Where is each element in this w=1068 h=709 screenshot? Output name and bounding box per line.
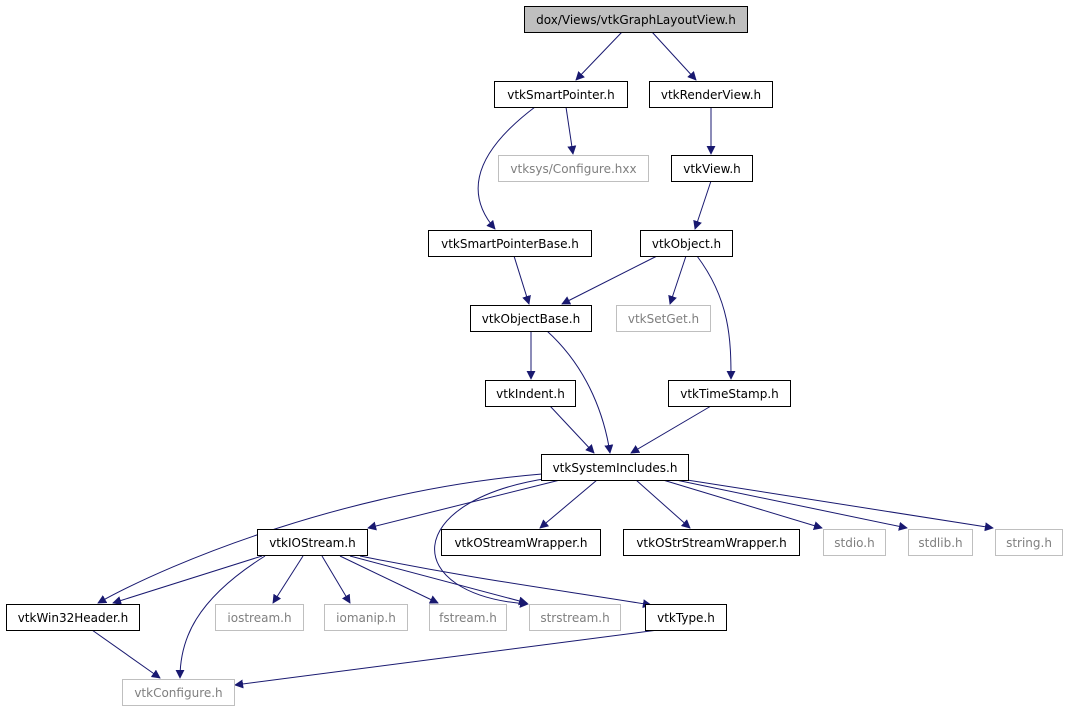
- node-vtksetget: vtkSetGet.h: [616, 305, 711, 332]
- node-vtkconfigure: vtkConfigure.h: [122, 679, 235, 706]
- edge-systemincludes-stdio: [662, 479, 823, 530]
- node-vtktimestamp[interactable]: vtkTimeStamp.h: [668, 380, 791, 407]
- node-vtksystemincludes[interactable]: vtkSystemIncludes.h: [541, 454, 689, 481]
- node-vtktype[interactable]: vtkType.h: [645, 604, 727, 631]
- node-vtksys-configure: vtksys/Configure.hxx: [498, 155, 649, 182]
- edge-systemincludes-strstream: [434, 477, 551, 608]
- node-vtkwin32header[interactable]: vtkWin32Header.h: [6, 604, 140, 631]
- edge-systemincludes-win32header: [97, 473, 543, 604]
- edge-object-objectbase: [561, 255, 658, 305]
- edge-smartpointerbase-objectbase: [513, 255, 531, 305]
- node-iomanip: iomanip.h: [324, 604, 408, 631]
- node-strstream: strstream.h: [529, 604, 621, 631]
- edge-object-timestamp: [696, 255, 736, 380]
- node-vtkrenderview[interactable]: vtkRenderView.h: [649, 81, 773, 108]
- edge-iostream-type: [359, 555, 652, 609]
- node-vtksmartpointerbase[interactable]: vtkSmartPointerBase.h: [428, 230, 592, 257]
- node-vtkostrstreamwrapper[interactable]: vtkOStrStreamWrapper.h: [623, 529, 800, 556]
- edge-object-setget: [668, 255, 687, 305]
- edge-indent-systemincludes: [549, 405, 595, 454]
- node-vtkindent[interactable]: vtkIndent.h: [485, 380, 576, 407]
- node-vtksmartpointer[interactable]: vtkSmartPointer.h: [494, 81, 628, 108]
- edge-root-smartpointer: [575, 31, 623, 81]
- edge-win32header-configure: [91, 629, 161, 679]
- node-vtkobjectbase[interactable]: vtkObjectBase.h: [470, 305, 592, 332]
- node-iostream: iostream.h: [215, 604, 304, 631]
- edge-smartpointer-vtksysconfigure: [565, 106, 577, 155]
- edge-iostream-iomanip: [321, 555, 351, 604]
- edge-systemincludes-iostream: [367, 479, 561, 531]
- node-vtkiostream[interactable]: vtkIOStream.h: [257, 529, 368, 556]
- node-stdlib: stdlib.h: [908, 529, 973, 556]
- edge-systemincludes-stdlib: [675, 479, 908, 531]
- edge-iostream-strstream: [349, 555, 528, 606]
- edge-objectbase-systemincludes: [546, 330, 614, 454]
- edge-root-renderview: [651, 31, 697, 81]
- edge-systemincludes-ostreamwrapper: [539, 479, 598, 529]
- edge-systemincludes-ostrstreamwrapper: [635, 479, 691, 529]
- edge-view-object: [693, 180, 712, 230]
- edge-smartpointer-smartpointerbase: [477, 106, 536, 230]
- node-vtkostreamwrapper[interactable]: vtkOStreamWrapper.h: [441, 529, 601, 556]
- node-root: dox/Views/vtkGraphLayoutView.h: [524, 6, 748, 33]
- edge-timestamp-systemincludes: [630, 405, 712, 454]
- edge-iostream-win32header: [112, 555, 263, 605]
- edge-iostream-iostreamh: [272, 555, 304, 604]
- node-vtkview[interactable]: vtkView.h: [671, 155, 753, 182]
- node-fstream: fstream.h: [429, 604, 507, 631]
- node-vtkobject[interactable]: vtkObject.h: [640, 230, 733, 257]
- edge-systemincludes-string: [686, 479, 994, 532]
- edge-iostream-fstream: [339, 555, 439, 604]
- node-string: string.h: [995, 529, 1063, 556]
- edge-iostream-configure: [175, 555, 266, 679]
- edge-type-configure: [234, 629, 659, 689]
- node-stdio: stdio.h: [823, 529, 886, 556]
